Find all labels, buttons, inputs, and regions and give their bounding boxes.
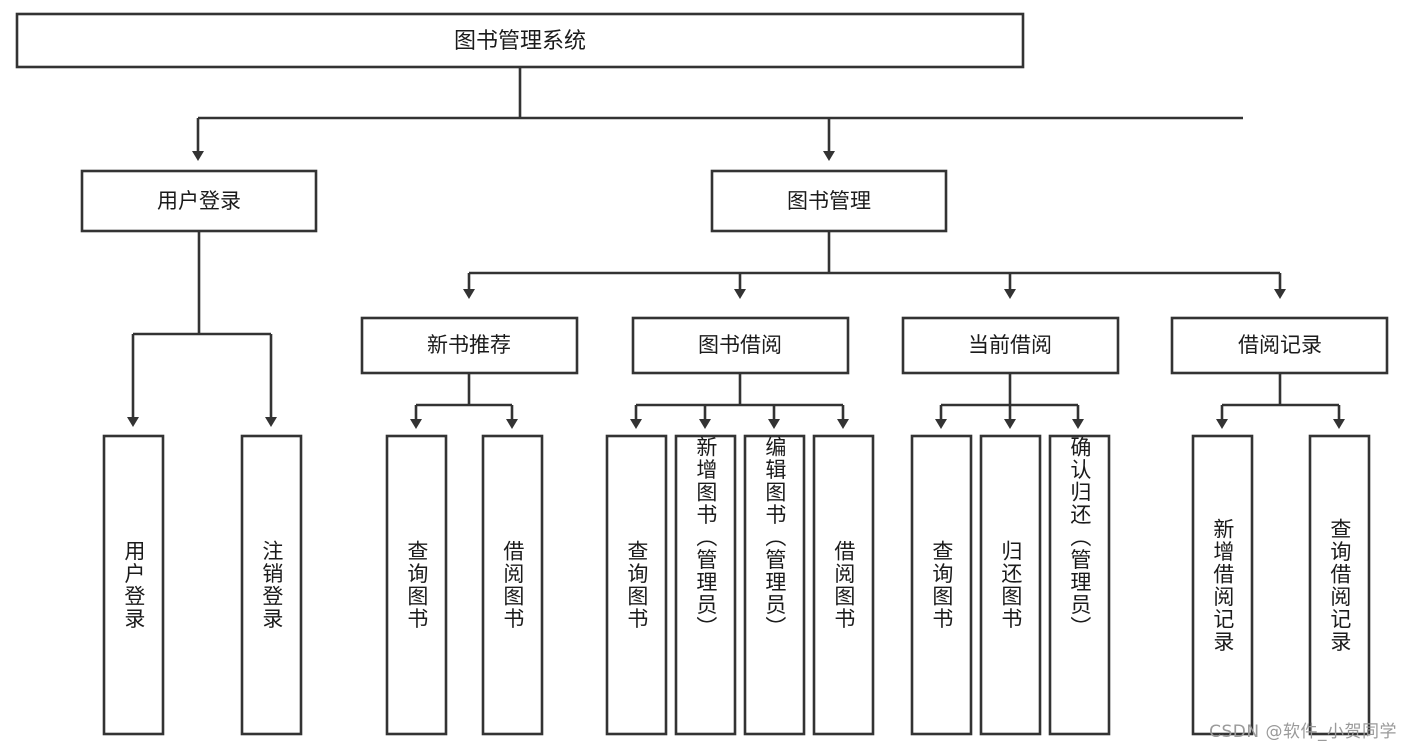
connector-current-borrow-to-leaves bbox=[935, 373, 1084, 429]
root-box-label: 图书管理系统 bbox=[454, 29, 586, 54]
node-book-borrow[interactable]: 图书借阅 bbox=[631, 316, 850, 375]
node-current-borrow[interactable]: 当前借阅 bbox=[901, 316, 1120, 375]
leaf-box-query-borrow-record[interactable] bbox=[1308, 434, 1371, 736]
leaf-box-edit-book-admin[interactable] bbox=[743, 434, 806, 736]
leaf-box-add-book-admin[interactable] bbox=[674, 434, 737, 736]
connector-borrow-record-to-leaves bbox=[1216, 373, 1345, 429]
leaf-box-query-book-1[interactable] bbox=[385, 434, 448, 736]
leaf-box-borrow-book-2[interactable] bbox=[812, 434, 875, 736]
node-book-management[interactable]: 图书管理 bbox=[710, 169, 948, 233]
watermark-text: CSDN @软件_小贺同学 bbox=[1209, 722, 1397, 742]
node-new-book-recommend[interactable]: 新书推荐 bbox=[360, 316, 579, 375]
node-user-login[interactable]: 用户登录 bbox=[80, 169, 318, 233]
user-login-box-shape bbox=[80, 169, 318, 233]
leaf-box-query-book-2[interactable] bbox=[605, 434, 668, 736]
new-book-recommend-box-shape bbox=[360, 316, 579, 375]
current-borrow-box-shape bbox=[901, 316, 1120, 375]
connector-user-login-to-leaves bbox=[127, 231, 277, 427]
connector-book-borrow-to-leaves bbox=[630, 373, 849, 429]
leaf-box-user-login[interactable] bbox=[102, 434, 165, 736]
leaf-box-borrow-book-1[interactable] bbox=[481, 434, 544, 736]
current-borrow-box-label: 当前借阅 bbox=[968, 333, 1052, 357]
new-book-recommend-box-label: 新书推荐 bbox=[427, 333, 511, 357]
user-login-box-label: 用户登录 bbox=[157, 189, 241, 213]
leaf-box-confirm-return-admin[interactable] bbox=[1048, 434, 1111, 736]
node-borrow-record[interactable]: 借阅记录 bbox=[1170, 316, 1389, 375]
book-management-box-label: 图书管理 bbox=[787, 189, 871, 213]
leaf-box-add-borrow-record[interactable] bbox=[1191, 434, 1254, 736]
borrow-record-box-label: 借阅记录 bbox=[1238, 333, 1322, 357]
leaf-box-query-book-3[interactable] bbox=[910, 434, 973, 736]
leaf-box-return-book[interactable] bbox=[979, 434, 1042, 736]
book-borrow-box-label: 图书借阅 bbox=[698, 333, 782, 357]
connector-root-to-level2 bbox=[192, 67, 1243, 161]
root-box-shape bbox=[15, 12, 1025, 69]
node-root[interactable]: 图书管理系统 bbox=[15, 12, 1025, 69]
leaf-box-logout[interactable] bbox=[240, 434, 303, 736]
connector-book-management-to-level3 bbox=[463, 231, 1286, 299]
connector-new-book-recommend-to-leaves bbox=[410, 373, 518, 429]
